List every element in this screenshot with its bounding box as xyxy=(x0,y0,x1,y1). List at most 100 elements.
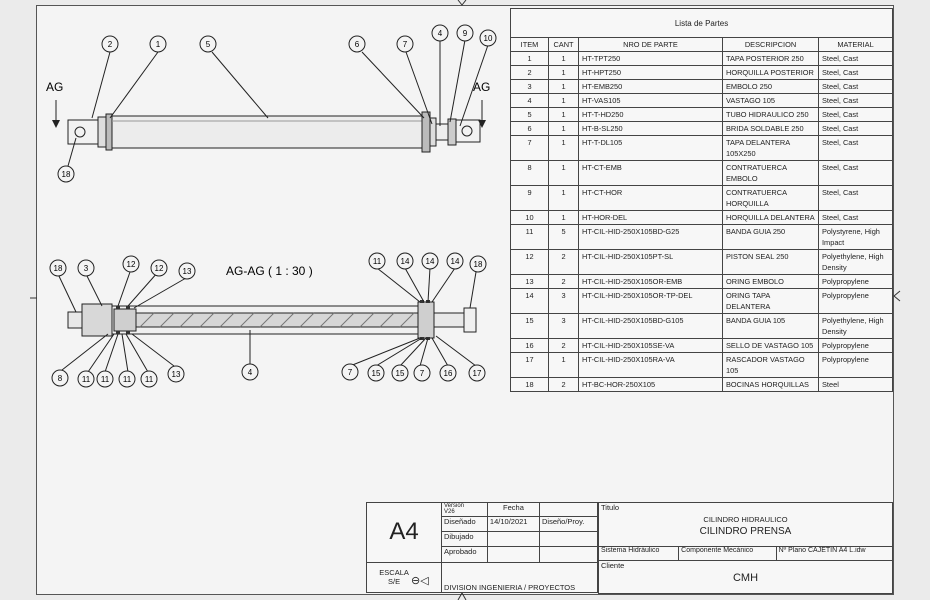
cell-description: EMBOLO 250 xyxy=(722,79,819,94)
cut-label-left: AG xyxy=(46,80,63,94)
section-balloon-11b: 11 xyxy=(101,375,110,384)
cell-description: CONTRATUERCA HORQUILLA xyxy=(722,185,819,211)
balloon-2: 2 xyxy=(108,40,113,49)
cell-description: HORQUILLA POSTERIOR xyxy=(722,65,819,80)
cell-qty: 1 xyxy=(548,121,579,136)
section-front-clevis xyxy=(463,307,477,333)
section-rod-hatch xyxy=(139,312,435,328)
section-balloon-14a: 14 xyxy=(401,257,410,266)
rear-cap-flange xyxy=(105,113,113,151)
balloon-18: 18 xyxy=(62,170,71,179)
cell-part-number: HT-T-HD250 xyxy=(578,107,723,122)
cell-item: 15 xyxy=(510,313,549,339)
cell-qty: 1 xyxy=(548,160,579,186)
section-balloon-16: 16 xyxy=(444,369,453,378)
cell-part-number: HT-HPT250 xyxy=(578,65,723,80)
cell-material: Polypropylene xyxy=(817,352,894,378)
cell-part-number: HT-BC-HOR-250X105 xyxy=(578,377,723,392)
cell-description: CONTRATUERCA EMBOLO xyxy=(722,160,819,186)
sistema-field: Sistema Hidráulico xyxy=(597,546,680,561)
cell-description: TAPA DELANTERA 105X250 xyxy=(722,135,819,161)
cell-material: Polypropylene xyxy=(817,288,894,314)
title-line-2: CILINDRO PRENSA xyxy=(699,526,792,537)
cell-part-number: HT-VAS105 xyxy=(578,93,723,108)
balloon-4: 4 xyxy=(438,29,443,38)
cell-material: Steel, Cast xyxy=(817,160,894,186)
col-part-number: NRO DE PARTE xyxy=(578,37,723,52)
cell-material: Steel, Cast xyxy=(817,79,894,94)
dibujado-label: Dibujado xyxy=(441,531,488,548)
section-piston xyxy=(113,308,137,332)
cylinder-section-view: AG-AG ( 1 : 30 ) xyxy=(49,252,487,388)
cell-material: Steel, Cast xyxy=(817,121,894,136)
cell-part-number: HT-EMB250 xyxy=(578,79,723,94)
section-balloon-15b: 15 xyxy=(396,369,405,378)
cell-part-number: HT-CIL-HID-250X105SE-VA xyxy=(578,338,723,353)
cut-arrow-left xyxy=(52,120,60,128)
cell-qty: 1 xyxy=(548,93,579,108)
cell-qty: 1 xyxy=(548,185,579,211)
cell-description: ORING TAPA DELANTERA xyxy=(722,288,819,314)
cell-part-number: HT-CIL-HID-250X105OR-TP-DEL xyxy=(578,288,723,314)
titulo-label: Titulo xyxy=(601,503,620,513)
cell-item: 6 xyxy=(510,121,549,136)
cell-qty: 3 xyxy=(548,288,579,314)
col-qty: CANT xyxy=(548,37,579,52)
cell-item: 9 xyxy=(510,185,549,211)
cell-item: 8 xyxy=(510,160,549,186)
cell-material: Steel, Cast xyxy=(817,51,894,66)
cell-part-number: HT-CIL-HID-250X105BD-G105 xyxy=(578,313,723,339)
cell-item: 1 xyxy=(510,51,549,66)
cut-arrow-right xyxy=(478,120,486,128)
parts-list-title: Lista de Partes xyxy=(509,8,894,38)
cell-description: BANDA GUIA 250 xyxy=(722,224,819,250)
cell-part-number: HT-HOR-DEL xyxy=(578,210,723,225)
cell-qty: 2 xyxy=(548,249,579,275)
bottom-center-mark xyxy=(457,591,467,600)
cliente-label: Cliente xyxy=(601,561,625,571)
cell-qty: 2 xyxy=(548,274,579,289)
cell-material: Polystyrene, High Impact xyxy=(817,224,894,250)
cell-qty: 3 xyxy=(548,313,579,339)
cell-part-number: HT-TPT250 xyxy=(578,51,723,66)
cell-qty: 1 xyxy=(548,210,579,225)
cell-item: 18 xyxy=(510,377,549,392)
cell-item: 7 xyxy=(510,135,549,161)
componente-field: Componente Mecánico xyxy=(678,546,777,561)
cell-material: Polyethylene, High Density xyxy=(817,249,894,275)
division-name: DIVISION INGENIERIA / PROYECTOS xyxy=(441,561,598,594)
cell-material: Steel, Cast xyxy=(817,65,894,80)
cell-item: 14 xyxy=(510,288,549,314)
diseno-proy-label: Diseño/Proy. xyxy=(538,516,599,533)
cell-item: 12 xyxy=(510,249,549,275)
cell-item: 16 xyxy=(510,338,549,353)
section-balloon-18-left: 18 xyxy=(54,264,63,273)
balloon-10: 10 xyxy=(484,34,493,43)
title-line-1: CILINDRO HIDRAULICO xyxy=(703,515,788,524)
section-balloon-7b: 7 xyxy=(420,369,425,378)
cell-material: Steel, Cast xyxy=(817,135,894,161)
cell-material: Polypropylene xyxy=(817,338,894,353)
front-clevis-pin-hole xyxy=(461,125,473,137)
rear-cap xyxy=(97,116,107,148)
cell-item: 10 xyxy=(510,210,549,225)
section-balloon-12a: 12 xyxy=(127,260,136,269)
cell-item: 11 xyxy=(510,224,549,250)
first-angle-projection-icon: ⊖◁ xyxy=(411,574,429,587)
section-balloon-18-right: 18 xyxy=(474,260,483,269)
cell-part-number: HT-B-SL250 xyxy=(578,121,723,136)
cell-material: Steel, Cast xyxy=(817,107,894,122)
cylinder-side-view: AG AG 2 1 5 6 7 4 9 10 18 xyxy=(46,24,497,183)
cell-item: 4 xyxy=(510,93,549,108)
section-balloon-7a: 7 xyxy=(348,368,353,377)
